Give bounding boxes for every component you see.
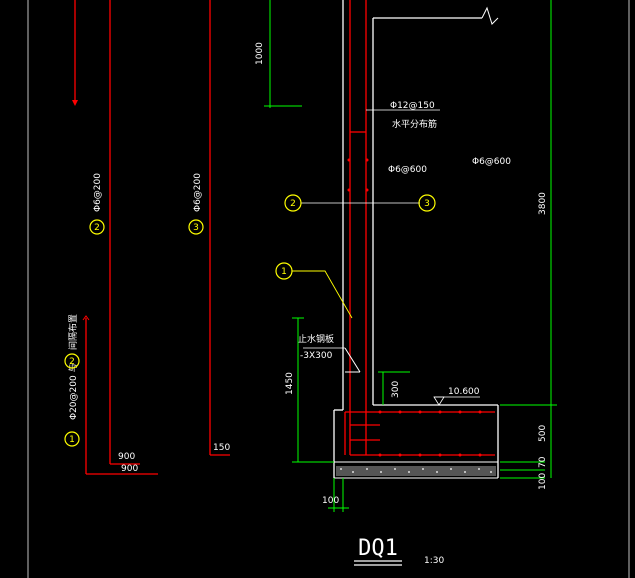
bar3-length: 150 xyxy=(213,443,230,453)
dim-right-value: 3800 xyxy=(538,192,548,215)
rebar-dots xyxy=(347,158,482,457)
callout-circle-3 xyxy=(188,219,204,235)
dim-base2-value: 70 xyxy=(538,456,548,468)
dim-step-value: 300 xyxy=(391,381,401,398)
callout-2-number: 2 xyxy=(94,223,100,233)
rebar-detail-top-stub xyxy=(72,0,78,106)
rebar-detail-1: 1 Φ20@200 与 2 间隔布置 900 xyxy=(64,314,158,475)
base-hatch xyxy=(336,466,496,476)
bar2-length: 900 xyxy=(118,452,135,462)
dim-width-value: 100 xyxy=(322,496,339,506)
callout-circle-section-3 xyxy=(418,194,436,212)
bar3-spec: Φ6@200 xyxy=(193,173,203,212)
section-labels: Φ12@150 水平分布筋 Φ6@600 Φ6@600 xyxy=(366,101,511,175)
dim-top-value: 1000 xyxy=(255,42,265,65)
callouts-section: 2 3 1 xyxy=(275,194,436,319)
waterstop: 止水钢板 -3X300 xyxy=(298,333,361,373)
callout-1-number: 1 xyxy=(69,435,75,445)
callout-section-3-number: 3 xyxy=(424,199,430,209)
bar1-spec: Φ20@200 与 xyxy=(68,363,79,420)
rebar-detail-2: 2 Φ6@200 900 xyxy=(89,0,140,465)
label-top-bar: Φ12@150 xyxy=(390,101,435,111)
label-right: Φ6@600 xyxy=(472,157,511,167)
callout-circle-section-2 xyxy=(284,194,302,212)
waterstop-label: 止水钢板 xyxy=(298,333,334,345)
bar1-spec2: 间隔布置 xyxy=(67,314,79,350)
label-mid: Φ6@600 xyxy=(388,165,427,175)
title-text: DQ1 xyxy=(358,536,398,561)
callout-circle-2 xyxy=(89,219,105,235)
bar1-length: 900 xyxy=(121,464,138,474)
dim-left xyxy=(292,317,410,463)
elevation-mark: 10.600 xyxy=(433,387,480,406)
dim-base-value: 500 xyxy=(538,425,548,442)
callout-2b-number: 2 xyxy=(69,357,75,367)
dim-right xyxy=(500,0,557,479)
callout-3-number: 3 xyxy=(193,223,199,233)
callout-circle-1 xyxy=(64,431,80,447)
label-top-bar2: 水平分布筋 xyxy=(392,118,437,130)
callout-section-2-number: 2 xyxy=(290,199,296,209)
rebar-detail-3: 3 Φ6@200 150 xyxy=(188,0,230,456)
dim-bottom-value: 100 xyxy=(538,473,548,490)
callout-circle-section-1 xyxy=(275,262,293,280)
scale-text: 1:30 xyxy=(424,556,444,566)
wall-rebar xyxy=(344,0,495,456)
waterstop-spec: -3X300 xyxy=(300,351,333,361)
dim-width xyxy=(328,478,349,512)
dim-top: 1000 xyxy=(255,0,302,108)
drawing-title: DQ1 1:30 xyxy=(354,536,444,566)
wall-outline xyxy=(333,0,499,479)
callout-section-1-number: 1 xyxy=(281,267,287,277)
callout-circle-2b xyxy=(64,353,80,369)
elevation-value: 10.600 xyxy=(448,387,480,397)
dim-left-value: 1450 xyxy=(285,372,295,395)
bar2-spec: Φ6@200 xyxy=(93,173,103,212)
